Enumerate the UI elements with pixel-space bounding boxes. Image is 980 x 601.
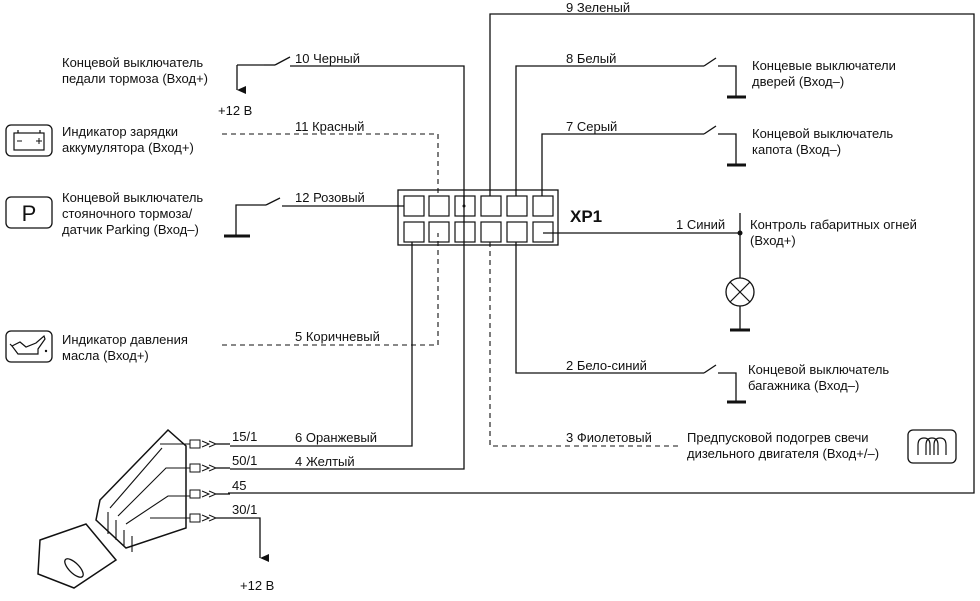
doors-line2: дверей (Вход–)	[752, 74, 844, 89]
brake-pedal-line1: Концевой выключатель	[62, 55, 203, 70]
hood-line2: капота (Вход–)	[752, 142, 841, 157]
wire-6-label: 6 Оранжевый	[295, 430, 377, 445]
wire-2-label: 2 Бело-синий	[566, 358, 647, 373]
wire-3-label: 3 Фиолетовый	[566, 430, 652, 445]
wire-5	[222, 233, 439, 346]
lights-line1: Контроль габаритных огней	[750, 217, 917, 232]
terminal-50-label: 50/1	[232, 453, 257, 468]
brake-pedal-line2: педали тормоза (Вход+)	[62, 71, 208, 86]
terminal-45-label: 45	[232, 478, 246, 493]
parking-line1: Концевой выключатель	[62, 190, 203, 205]
wire-12	[224, 197, 404, 238]
terminal-15-label: 15/1	[232, 429, 257, 444]
wire-9-label: 9 Зеленый	[566, 0, 630, 15]
doors-line1: Концевые выключатели	[752, 58, 896, 73]
glow-line2: дизельного двигателя (Вход+/–)	[687, 446, 879, 461]
wire-8-label: 8 Белый	[566, 51, 616, 66]
ignition-switch	[37, 428, 269, 589]
wire-10-label: 10 Черный	[295, 51, 360, 66]
parking-icon: P	[5, 196, 53, 229]
wire-9	[228, 13, 975, 494]
parking-line3: датчик Parking (Вход–)	[62, 222, 199, 237]
connector-xp1	[397, 189, 559, 246]
supply-top-label: +12 В	[218, 103, 252, 118]
wire-11-label: 11 Красный	[295, 119, 364, 134]
trunk-line1: Концевой выключатель	[748, 362, 889, 377]
wire-5-label: 5 Коричневый	[295, 329, 380, 344]
wire-11	[222, 133, 439, 196]
trunk-line2: багажника (Вход–)	[748, 378, 859, 393]
glow-line1: Предпусковой подогрев свечи	[687, 430, 869, 445]
lights-line2: (Вход+)	[750, 233, 796, 248]
wire-10	[230, 56, 466, 470]
oil-can-icon	[5, 330, 53, 363]
parking-icon-letter: P	[22, 201, 37, 226]
battery-line2: аккумулятора (Вход+)	[62, 140, 194, 155]
battery-line1: Индикатор зарядки	[62, 124, 178, 139]
wire-12-label: 12 Розовый	[295, 190, 365, 205]
wire-8	[515, 57, 746, 196]
oil-line1: Индикатор давления	[62, 332, 188, 347]
hood-line1: Концевой выключатель	[752, 126, 893, 141]
terminal-30-label: 30/1	[232, 502, 257, 517]
wire-3	[489, 242, 678, 447]
battery-icon	[5, 124, 53, 157]
connector-label: XP1	[570, 207, 602, 226]
wire-1-label: 1 Синий	[676, 217, 725, 232]
wire-1	[543, 213, 755, 332]
wire-7-label: 7 Серый	[566, 119, 617, 134]
wire-2	[515, 242, 746, 404]
oil-line2: масла (Вход+)	[62, 348, 149, 363]
wire-7	[541, 125, 746, 196]
wire-4-label: 4 Желтый	[295, 454, 355, 469]
parking-line2: стояночного тормоза/	[62, 206, 193, 221]
supply-bottom-label: +12 В	[240, 578, 274, 593]
glow-plug-icon	[907, 429, 957, 464]
wire-6	[230, 242, 413, 447]
